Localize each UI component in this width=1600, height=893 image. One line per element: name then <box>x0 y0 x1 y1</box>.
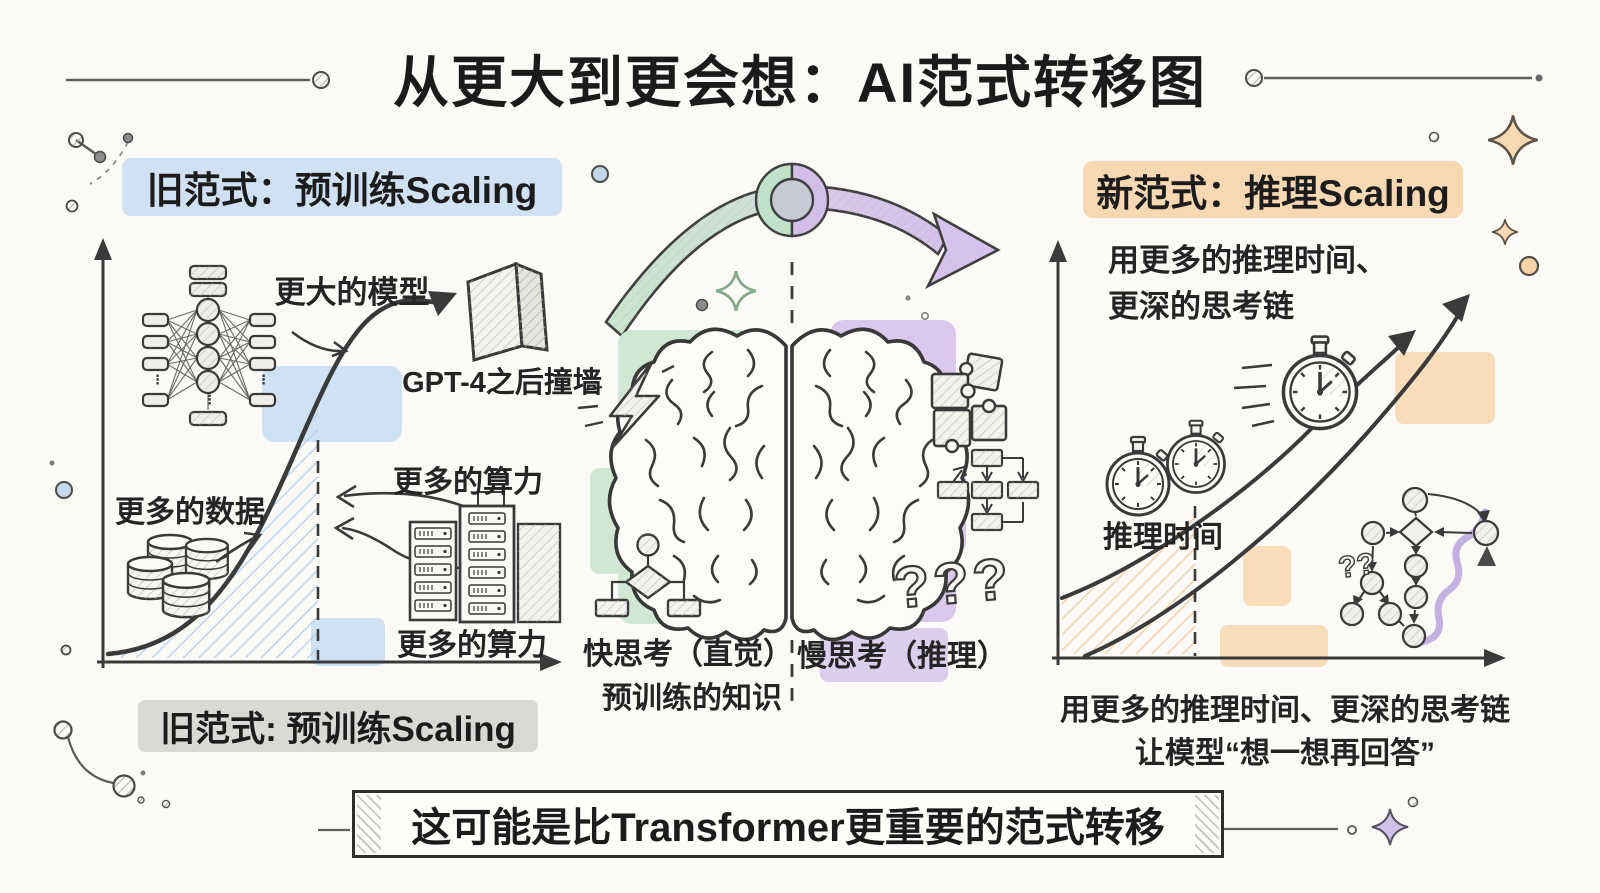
stopwatch-speedy-icon <box>1233 334 1359 431</box>
data-arrow <box>215 531 263 564</box>
dots-center-top <box>591 165 709 312</box>
puzzle-icon <box>930 352 1008 454</box>
reasoning-graph-icon: ?? <box>1336 486 1500 649</box>
right-footer-line2: 让模型“想一想再回答” <box>1135 737 1435 770</box>
banner-text: 这可能是比Transformer更重要的范式转移 <box>411 806 1165 850</box>
dots-left-mid <box>49 460 73 656</box>
old-paradigm-footer-badge: 旧范式: 预训练Scaling <box>138 700 538 752</box>
inference-subtitle-line1: 用更多的推理时间、 <box>1108 243 1387 278</box>
arc-arrowhead <box>925 211 1001 289</box>
scaling-curve <box>105 298 443 657</box>
blue-patch-1 <box>262 366 402 442</box>
banner-side-decor <box>318 796 1419 847</box>
bigger-model-label: 更大的模型 <box>274 275 430 310</box>
orange-area-under-curve <box>1062 516 1195 654</box>
constellation-bottom-left <box>53 720 171 809</box>
server-racks-icon <box>408 491 562 624</box>
title-rule-right <box>1245 69 1543 87</box>
bigger-model-arrow <box>291 330 349 358</box>
stopwatch-pair-icon <box>1105 419 1226 517</box>
lightning-icon <box>577 360 675 449</box>
left-chart <box>94 238 562 671</box>
inference-curve-1 <box>1060 340 1406 600</box>
slow-flowchart-icon <box>936 448 1040 532</box>
slow-label-highlight <box>820 628 948 682</box>
sparkles-top-right <box>1428 114 1540 277</box>
right-chart <box>1049 240 1506 667</box>
more-compute-bottom-label: 更多的算力 <box>397 629 547 662</box>
banner-hatch-left <box>357 795 381 853</box>
pretrained-knowledge-label: 预训练的知识 <box>602 682 782 715</box>
paradigm-shift-arc <box>604 162 1001 338</box>
arc-pivot-circle <box>769 177 815 223</box>
inference-subtitle-line2: 更深的思考链 <box>1108 289 1294 324</box>
right-footer-line1: 用更多的推理时间、更深的思考链 <box>1060 694 1510 727</box>
neural-network-icon: ⋮ ⋮ ⋮ <box>141 264 277 427</box>
left-axes <box>94 238 562 671</box>
svg-text:⋮: ⋮ <box>257 372 270 387</box>
blue-patch-2 <box>311 618 385 666</box>
sparkle-green <box>714 269 758 313</box>
more-data-label: 更多的数据 <box>115 496 265 529</box>
svg-text:⋮: ⋮ <box>151 372 164 387</box>
fast-flowchart-icon <box>594 533 702 618</box>
graph-question-marks: ?? <box>1336 547 1377 585</box>
scaling-curve-arrowhead <box>428 291 457 316</box>
reasoning-path-squiggle <box>1417 508 1489 646</box>
bottom-banner: 这可能是比Transformer更重要的范式转移 <box>352 790 1224 858</box>
brain-icon <box>607 327 971 642</box>
wall-label: GPT-4之后撞墙 <box>402 367 602 399</box>
constellation-top-left <box>65 132 134 213</box>
wall-icon <box>466 261 549 362</box>
old-paradigm-header-badge: 旧范式：预训练Scaling <box>122 158 562 216</box>
area-under-curve <box>108 396 318 658</box>
page-title: 从更大到更会想：AI范式转移图 <box>393 51 1207 114</box>
fast-thinking-label: 快思考（直觉） <box>583 638 793 671</box>
question-marks: ??? <box>891 546 1015 621</box>
more-compute-top-label: 更多的算力 <box>393 466 543 499</box>
slow-thinking-label: 慢思考（推理） <box>797 640 1007 673</box>
banner-hatch-right <box>1195 795 1219 853</box>
inference-time-label: 推理时间 <box>1103 521 1223 554</box>
new-paradigm-header-badge: 新范式：推理Scaling <box>1083 161 1463 218</box>
title-rule-left <box>66 71 330 89</box>
inference-curve-2 <box>1083 310 1462 658</box>
svg-text:⋮: ⋮ <box>203 392 216 407</box>
